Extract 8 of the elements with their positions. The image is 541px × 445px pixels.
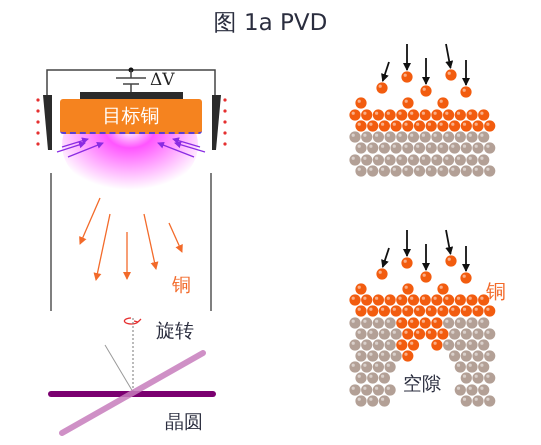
copper-target-block: 目标铜 xyxy=(60,99,202,134)
rotation-label: 旋转 xyxy=(156,322,194,341)
copper-label: 铜 xyxy=(486,281,506,301)
copper-label: 铜 xyxy=(172,276,191,295)
void-label: 空隙 xyxy=(403,375,441,394)
voltage-label: ΔV xyxy=(150,72,175,89)
wafer-label: 晶圆 xyxy=(165,413,203,432)
diagram-title: 图 1a PVD xyxy=(212,12,328,35)
